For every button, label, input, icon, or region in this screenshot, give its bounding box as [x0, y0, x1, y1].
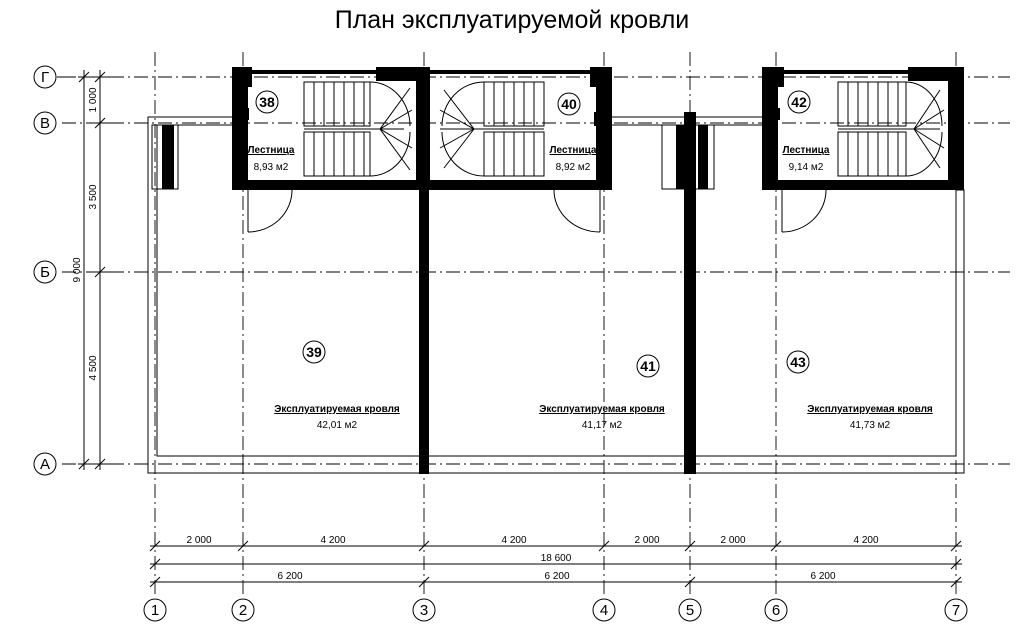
stairwell-42 [762, 67, 964, 233]
axis-marker-3: 3 [412, 598, 436, 622]
door-42 [781, 189, 827, 233]
door-38 [247, 189, 293, 233]
hdim-total: 18 600 [541, 553, 572, 564]
axis-marker-2: 2 [231, 598, 255, 622]
hdim-1-3: 6 200 [277, 571, 302, 582]
room-42: 42 Лестница 9,14 м2 [783, 90, 830, 173]
room-number-41: 41 [640, 358, 656, 374]
vdim-3500: 3 500 [88, 184, 99, 209]
vdim-1000: 1 000 [88, 87, 99, 112]
room-number-38: 38 [259, 94, 275, 110]
axis-marker-6: 6 [764, 598, 788, 622]
axis-label-b: Б [40, 264, 50, 281]
axis-marker-g: Г [33, 65, 64, 89]
stair-flight-42 [837, 81, 945, 177]
axis-marker-4: 4 [592, 598, 616, 622]
stair-flight-38 [303, 81, 413, 177]
hdim-5-6: 2 000 [720, 535, 745, 546]
stair-flight-40 [439, 81, 545, 177]
axis-label-6: 6 [772, 602, 780, 619]
axis-marker-b: Б [33, 260, 57, 284]
room-43: 43 Эксплуатируемая кровля 41,73 м2 [786, 350, 933, 431]
axis-marker-a: А [33, 452, 57, 476]
hdim-5-7: 6 200 [810, 571, 835, 582]
axis-label-g: Г [41, 69, 49, 86]
room-area-41: 41,17 м2 [582, 420, 623, 431]
room-labels: 38 Лестница 8,93 м2 39 Эксплуатируемая к… [248, 90, 933, 431]
axis-marker-v: В [33, 111, 57, 135]
axis-label-2: 2 [239, 602, 247, 619]
vdim-4500: 4 500 [88, 355, 99, 380]
room-40: 40 Лестница 8,92 м2 [550, 92, 597, 173]
axis-label-a: А [40, 456, 50, 473]
axis-label-1: 1 [151, 602, 159, 619]
drawing-title: План эксплуатируемой кровли [334, 6, 690, 34]
room-39: 39 Эксплуатируемая кровля 42,01 м2 [274, 340, 400, 431]
door-40 [553, 189, 601, 233]
axis-label-3: 3 [420, 602, 428, 619]
room-41: 41 Эксплуатируемая кровля 41,17 м2 [539, 354, 665, 431]
vent-shaft-2 [661, 124, 715, 190]
room-area-38: 8,93 м2 [254, 162, 289, 173]
axis-markers-number: 1 2 3 4 5 6 7 [143, 598, 968, 622]
vdim-total: 9 000 [72, 257, 83, 282]
vertical-dimensions: 1 000 3 500 4 500 9 000 [72, 70, 110, 470]
axis-label-4: 4 [600, 602, 608, 619]
hdim-2-3: 4 200 [320, 535, 345, 546]
hdim-3-4: 4 200 [501, 535, 526, 546]
room-number-40: 40 [561, 96, 577, 112]
axis-marker-5: 5 [678, 598, 702, 622]
room-area-42: 9,14 м2 [789, 162, 824, 173]
room-name-38: Лестница [248, 145, 295, 156]
axis-marker-1: 1 [143, 598, 167, 622]
axis-markers-letter: Г В Б А [33, 65, 64, 476]
axis-label-v: В [40, 115, 50, 132]
room-area-40: 8,92 м2 [556, 162, 591, 173]
stairwell-40 [430, 67, 612, 233]
room-area-43: 41,73 м2 [850, 420, 891, 431]
room-number-39: 39 [306, 344, 322, 360]
axis-marker-7: 7 [944, 598, 968, 622]
hdim-4-5: 2 000 [634, 535, 659, 546]
room-number-42: 42 [791, 94, 807, 110]
room-number-43: 43 [790, 354, 806, 370]
room-name-43: Эксплуатируемая кровля [807, 404, 933, 415]
axis-label-7: 7 [952, 602, 960, 619]
hdim-1-2: 2 000 [186, 535, 211, 546]
room-area-39: 42,01 м2 [317, 420, 358, 431]
hdim-3-5: 6 200 [544, 571, 569, 582]
room-38: 38 Лестница 8,93 м2 [248, 90, 295, 173]
partition-walls [419, 112, 696, 474]
room-name-39: Эксплуатируемая кровля [274, 404, 400, 415]
stairwell-38 [232, 67, 612, 233]
vent-shafts [151, 124, 715, 190]
horizontal-dimensions: 2 000 4 200 4 200 2 000 2 000 4 200 18 6… [149, 535, 962, 588]
room-name-41: Эксплуатируемая кровля [539, 404, 665, 415]
room-name-40: Лестница [550, 145, 597, 156]
hdim-6-7: 4 200 [853, 535, 878, 546]
axis-label-5: 5 [686, 602, 694, 619]
room-name-42: Лестница [783, 145, 830, 156]
